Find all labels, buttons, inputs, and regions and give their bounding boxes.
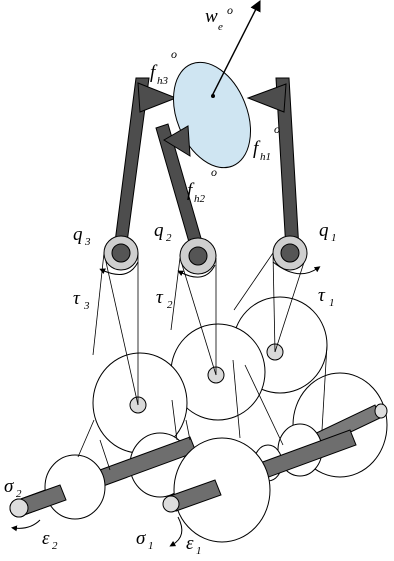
pulley-front-left [44,454,106,520]
label-tau3: τ 3 [73,288,90,312]
svg-text:3: 3 [84,236,91,248]
label-force-h1: f h1 o [253,122,280,163]
joint-1-inner [280,243,300,263]
svg-text:ε: ε [186,533,194,554]
svg-text:τ: τ [73,288,81,309]
fingertip-2 [163,125,191,157]
label-epsilon2: ε 2 [42,528,58,552]
svg-text:1: 1 [329,297,335,309]
svg-text:h3: h3 [157,75,169,87]
svg-text:1: 1 [196,545,202,557]
svg-text:h1: h1 [260,151,271,163]
label-q3: q 3 [73,224,91,248]
svg-text:o: o [274,122,280,136]
finger-links [113,77,300,251]
tau1-arrow [272,261,321,275]
label-sigma1: σ 1 [136,528,154,552]
label-object-wrench: w e o [205,3,233,33]
svg-text:o: o [171,47,177,61]
svg-text:2: 2 [166,232,172,244]
svg-text:1: 1 [331,232,337,244]
svg-text:f: f [187,180,195,201]
label-q1: q 1 [319,220,337,244]
label-sigma2: σ 2 [4,476,22,500]
svg-text:h2: h2 [194,193,206,205]
svg-text:2: 2 [167,299,173,311]
epsilon2-arrow [11,519,41,532]
tendons [77,252,328,471]
svg-text:f: f [253,138,261,159]
svg-text:q: q [319,220,329,241]
svg-text:f: f [150,62,158,83]
svg-text:τ: τ [156,287,164,308]
joint-pulleys [103,235,308,275]
shaft-end-back-right [374,403,388,419]
label-epsilon1: ε 1 [186,533,202,557]
wrench-arrow [211,0,261,97]
label-tau1: τ 1 [318,285,335,309]
svg-text:σ: σ [136,528,146,549]
svg-text:ε: ε [42,528,50,549]
label-q2: q 2 [154,220,172,244]
pulley-front-right [173,437,271,543]
svg-text:2: 2 [16,488,22,500]
grasped-object [173,61,251,169]
label-tau2: τ 2 [156,287,173,311]
svg-text:o: o [227,3,233,17]
svg-text:w: w [205,6,218,27]
fingertip-1 [246,83,287,113]
svg-text:q: q [154,220,164,241]
svg-text:τ: τ [318,285,326,306]
torque-arrows [11,261,321,547]
object-center [211,94,215,98]
svg-text:q: q [73,224,83,245]
fingertip-3 [137,82,178,113]
svg-text:o: o [211,165,217,179]
svg-text:3: 3 [83,300,90,312]
tau2-arrow [177,264,216,278]
epsilon1-arrow [169,516,183,547]
tau3-arrow [99,261,139,275]
joint-3-inner [111,243,131,263]
svg-text:1: 1 [148,540,154,552]
svg-text:2: 2 [52,540,58,552]
label-force-h3: f h3 o [150,47,177,87]
shaft-end-right [162,495,180,513]
svg-text:e: e [218,21,223,33]
actuator-pulleys [9,296,388,543]
label-force-h2: f h2 o [187,165,217,205]
joint-2-inner [188,246,208,266]
svg-text:σ: σ [4,476,14,497]
